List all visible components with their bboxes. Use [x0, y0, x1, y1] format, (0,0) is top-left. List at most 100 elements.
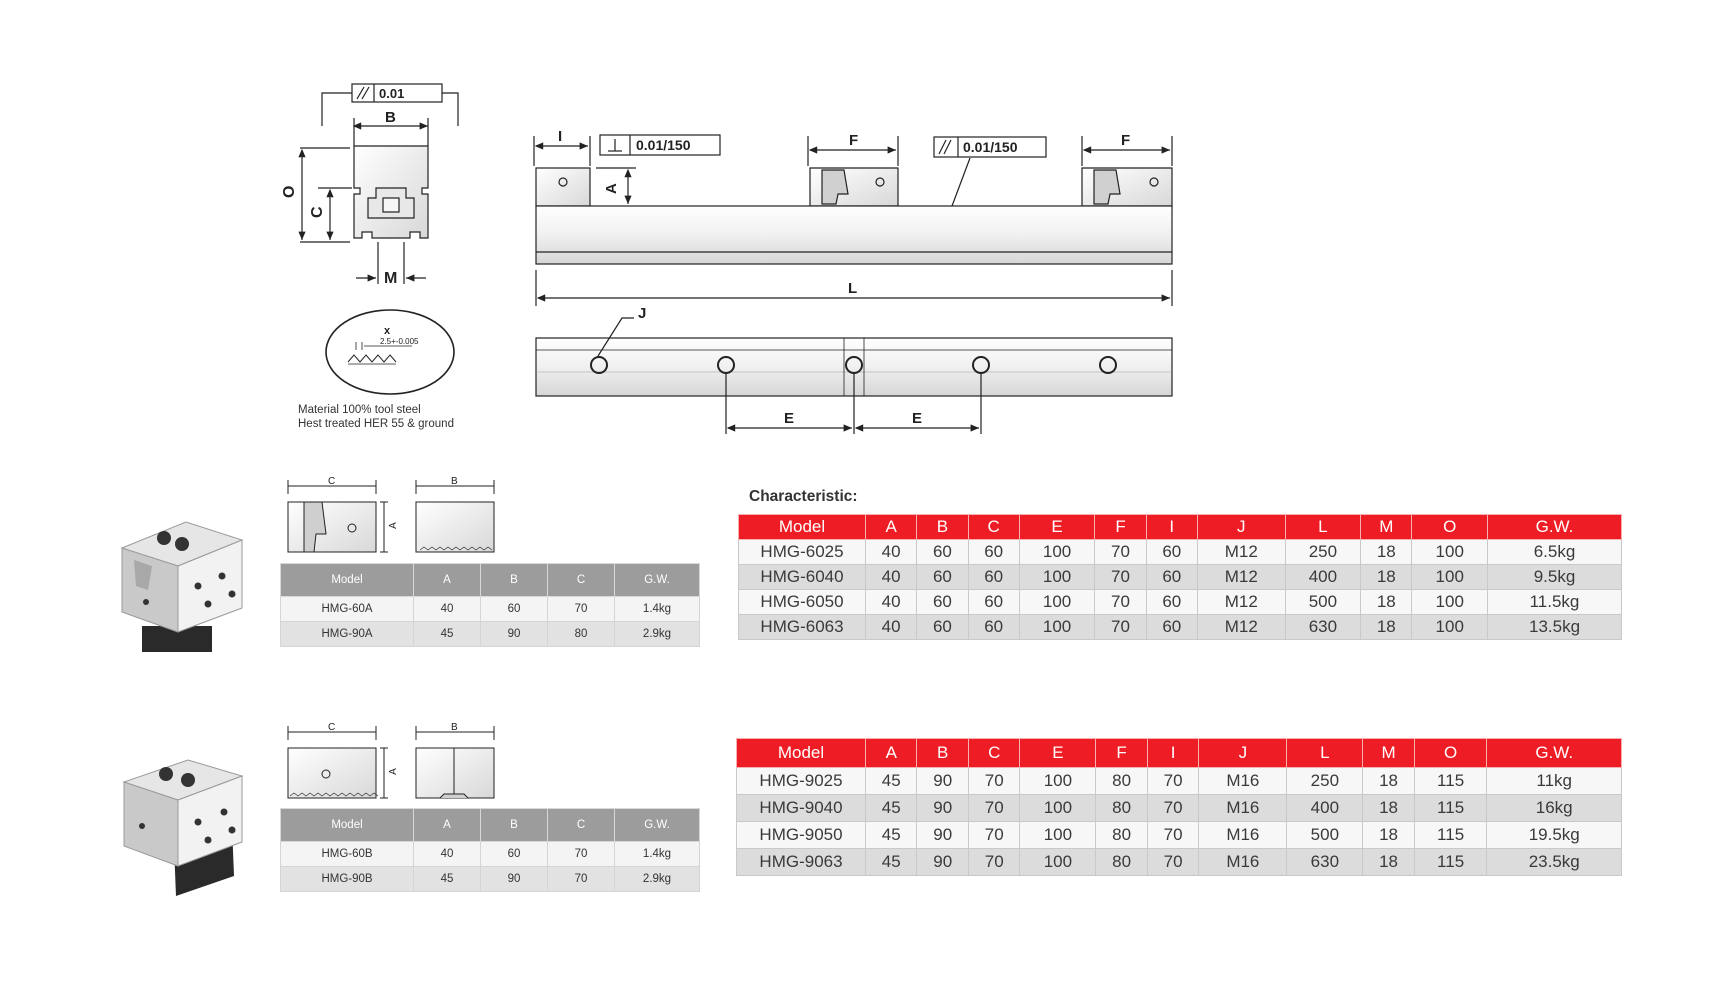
table-cell: HMG-9063: [736, 848, 866, 876]
table-cell: 115: [1413, 848, 1488, 876]
table-cell: 45: [413, 866, 481, 892]
table-cell: 500: [1286, 821, 1364, 849]
table-cell: 19.5kg: [1486, 821, 1622, 849]
dim-label-i: I: [558, 128, 562, 145]
table-cell: M12: [1196, 539, 1286, 565]
column-header: G.W.: [1487, 514, 1622, 540]
column-header: M: [1362, 738, 1415, 768]
table-cell: 60: [967, 564, 1020, 590]
table-cell: 90: [916, 848, 969, 876]
column-header: Model: [738, 514, 866, 540]
dim-label-m: M: [384, 270, 397, 287]
block-b-dim-c: C: [328, 722, 336, 733]
table-cell: HMG-6040: [738, 564, 866, 590]
table-cell: 100: [1018, 614, 1096, 640]
block-a-dim-a: A: [387, 522, 399, 529]
table-cell: 16kg: [1486, 794, 1622, 822]
table-cell: 60: [1145, 564, 1198, 590]
dim-label-l: L: [848, 280, 857, 297]
column-header: A: [864, 738, 918, 768]
tolerance-value-rail: 0.01/150: [963, 139, 1018, 155]
table-cell: 100: [1018, 589, 1096, 615]
table-cell: 11.5kg: [1487, 589, 1622, 615]
table-cell: 40: [413, 841, 481, 867]
table-cell: 45: [413, 621, 481, 647]
dim-label-f1: F: [849, 132, 858, 149]
block-b-dim-a: A: [387, 768, 399, 775]
table-cell: 60: [1145, 589, 1198, 615]
table-cell: 100: [1019, 821, 1097, 849]
table-cell: 70: [967, 794, 1021, 822]
table-cell: M16: [1198, 821, 1288, 849]
table-row: HMG-60B 40 60 70 1.4kg: [280, 841, 700, 867]
table-cell: 100: [1411, 614, 1489, 640]
table-cell: 60: [916, 589, 969, 615]
table-cell: 400: [1286, 794, 1364, 822]
table-cell: 80: [547, 621, 615, 647]
table-cell: 60: [1145, 539, 1198, 565]
table-cell: 70: [1146, 767, 1200, 795]
column-header: Model: [736, 738, 866, 768]
table-cell: 40: [864, 539, 918, 565]
column-header: J: [1196, 514, 1286, 540]
table-cell: 115: [1413, 821, 1488, 849]
table-cell: 70: [1094, 589, 1147, 615]
table-row: HMG-90A 45 90 80 2.9kg: [280, 621, 700, 647]
table-row: HMG-90B 45 90 70 2.9kg: [280, 866, 700, 892]
mounting-hole: [972, 356, 990, 374]
column-header: F: [1095, 738, 1148, 768]
table-cell: 45: [864, 848, 918, 876]
table-cell: 500: [1284, 589, 1362, 615]
table-cell: 60: [480, 841, 548, 867]
dim-label-f2: F: [1121, 132, 1130, 149]
technical-drawing: 0.01 B O C M x 2.5+-0.005 Material 100% …: [281, 83, 1173, 434]
column-header: B: [480, 563, 548, 597]
table-cell: 80: [1095, 767, 1148, 795]
table-cell: 6.5kg: [1487, 539, 1622, 565]
table-cell: 40: [413, 596, 481, 622]
table-cell: 100: [1411, 564, 1489, 590]
column-header: O: [1411, 514, 1489, 540]
table-row: HMG-60A 40 60 70 1.4kg: [280, 596, 700, 622]
table-cell: 18: [1360, 589, 1413, 615]
table-cell: 90: [480, 866, 548, 892]
table-cell: 70: [967, 767, 1021, 795]
table-cell: 80: [1095, 794, 1148, 822]
table-cell: 45: [864, 794, 918, 822]
column-header: G.W.: [1486, 738, 1622, 768]
dim-label-a: A: [603, 183, 620, 194]
column-header: L: [1284, 514, 1362, 540]
table-cell: HMG-9040: [736, 794, 866, 822]
table-cell: M16: [1198, 848, 1288, 876]
column-header: L: [1286, 738, 1364, 768]
table-cell: 40: [864, 589, 918, 615]
table-cell: 2.9kg: [614, 621, 700, 647]
table-cell: 60: [967, 539, 1020, 565]
table-hmg-a: Model A B C G.W. HMG-60A 40 60 70 1.4kg …: [280, 563, 700, 647]
block-b-sketch: [287, 726, 495, 799]
table-cell: 60: [1145, 614, 1198, 640]
table-cell: HMG-60B: [280, 841, 414, 867]
table-cell: 70: [547, 866, 615, 892]
dim-label-b: B: [385, 109, 396, 126]
dim-label-j: J: [638, 305, 646, 322]
dim-label-o: O: [281, 186, 298, 198]
rail-front-view: [533, 134, 1173, 306]
table-cell: 70: [1094, 539, 1147, 565]
table-cell: 100: [1411, 589, 1489, 615]
table-cell: 70: [1146, 821, 1200, 849]
column-header: A: [864, 514, 918, 540]
material-note-line-1: Material 100% tool steel: [298, 404, 421, 416]
column-header: C: [547, 563, 615, 597]
table-cell: 11kg: [1486, 767, 1622, 795]
table-cell: 70: [1094, 614, 1147, 640]
table-cell: 18: [1362, 821, 1415, 849]
table-cell: 250: [1284, 539, 1362, 565]
table-cell: 13.5kg: [1487, 614, 1622, 640]
table-cell: HMG-60A: [280, 596, 414, 622]
